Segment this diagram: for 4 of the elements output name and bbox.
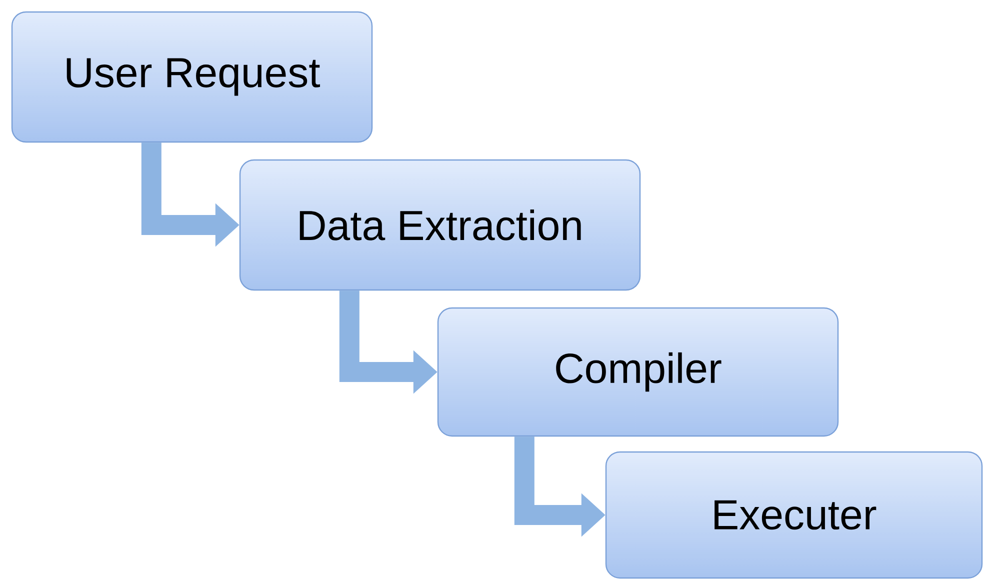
process-box: User Request [11,11,373,143]
process-box: Compiler [437,307,839,437]
process-box: Executer [605,451,983,579]
process-box: Data Extraction [239,159,641,291]
